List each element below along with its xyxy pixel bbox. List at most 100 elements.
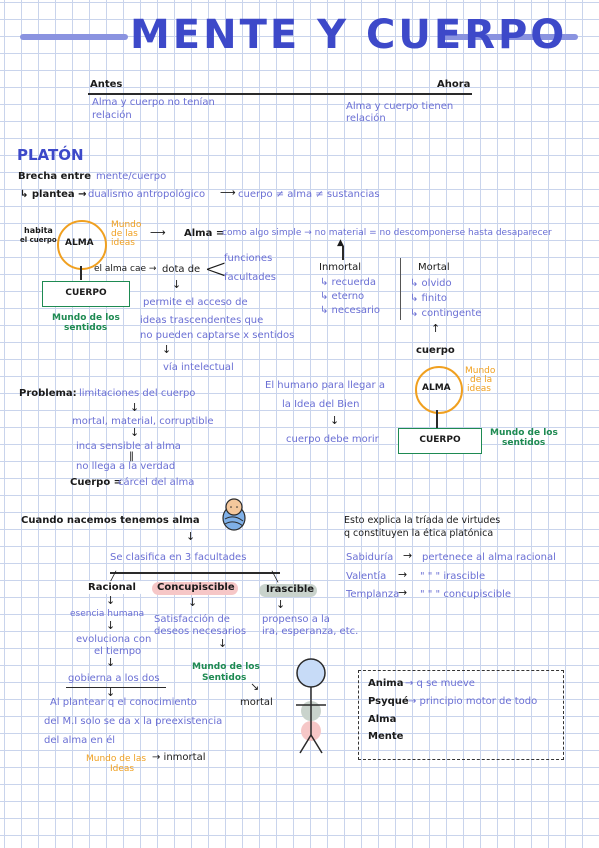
triada-arrow-1: → — [403, 549, 413, 562]
antes-label: Antes — [90, 79, 123, 90]
alma-circle-2 — [415, 366, 463, 414]
triada-desc-3: " " " concupiscible — [420, 589, 512, 600]
anima-term-2: Psyqué — [368, 696, 409, 707]
permite-2: ideas trascendentes que — [140, 315, 264, 326]
platon-heading: PLATÓN — [17, 146, 84, 164]
sentidos-arrow: ↘ — [250, 680, 260, 693]
habita-1: habita — [24, 226, 53, 235]
mundo-ideas3-1: Mundo de las — [86, 754, 147, 764]
brecha-label: Brecha entre — [18, 171, 92, 182]
gobierna-arrow: ↓ — [106, 686, 116, 699]
nacemos-down-arrow: ↓ — [186, 530, 196, 543]
racional-label: Racional — [88, 582, 136, 593]
plantea-value: dualismo antropológico — [88, 189, 206, 200]
problema-equals: ‖ — [129, 451, 134, 462]
antes-ahora-line — [88, 93, 472, 95]
plantea-rest: cuerpo ≠ alma ≠ sustancias — [238, 189, 380, 200]
gobierna: gobierna a los dos — [68, 673, 160, 684]
dota-down-arrow: ↓ — [172, 278, 182, 291]
mundo-sentidos2-2: sentidos — [502, 438, 546, 448]
mundo-ideas2-3: ideas — [467, 384, 491, 394]
triada-arrow-3: → — [398, 586, 408, 599]
mundo-sentidos-2: sentidos — [64, 323, 108, 333]
problema-value: limitaciones del cuerpo — [79, 388, 196, 399]
mortal-item-2: ↳ finito — [410, 293, 448, 304]
irascible-pill — [259, 584, 317, 597]
permite-1: permite el acceso de — [143, 297, 248, 308]
concupiscible-arrow: ↓ — [188, 596, 198, 609]
mundo-ideas-2: de las — [111, 229, 138, 239]
via-intelectual: vía intelectual — [163, 362, 234, 373]
mortal-word: mortal — [240, 697, 273, 708]
permite-3: no pueden captarse x sentidos — [140, 330, 295, 341]
mundo-ideas2-1: Mundo — [465, 366, 496, 376]
inmortal-item-1: ↳ recuerda — [320, 277, 377, 288]
inmortal-label: Inmortal — [319, 262, 362, 273]
facultades: facultades — [224, 272, 277, 283]
evoluciona-arrow: ↓ — [106, 656, 116, 669]
triada-desc-2: " " " irascible — [420, 571, 486, 582]
esencia-arrow: ↓ — [106, 619, 116, 632]
alma-cae: el alma cae → — [94, 264, 157, 274]
problema-line-1: mortal, material, corruptible — [72, 416, 214, 427]
mortal-label: Mortal — [418, 262, 450, 273]
clasifica: Se clasifica en 3 facultades — [110, 552, 247, 563]
ahora-text-1: Alma y cuerpo tienen — [346, 101, 454, 112]
inmortal-word: → inmortal — [152, 752, 206, 763]
anima-term-3: Alma — [368, 714, 397, 725]
mundo-ideas-1: Mundo — [111, 220, 142, 230]
alma-down-line — [80, 266, 82, 280]
triada-virtud-1: Sabiduría — [346, 552, 394, 563]
inmortal-item-3: ↳ necesario — [320, 305, 381, 316]
plantear-3: del alma en él — [44, 735, 116, 746]
anima-box — [358, 670, 564, 760]
gobierna-line — [66, 687, 166, 688]
problema-arrow-1: ↓ — [130, 401, 140, 414]
title-bar-right — [440, 34, 578, 40]
inmortal-up-arrow: ▲ — [337, 238, 344, 248]
anima-desc-1: → q se mueve — [405, 678, 475, 689]
plantear-2: del M.I solo se da x la preexistencia — [44, 716, 223, 727]
problema-arrow-2: ↓ — [130, 426, 140, 439]
evoluciona-1: evoluciona con — [76, 634, 152, 645]
triada-arrow-2: → — [398, 568, 408, 581]
nacemos-text: Cuando nacemos tenemos alma — [21, 515, 200, 526]
inmortal-item-2: ↳ eterno — [320, 291, 365, 302]
cuerpo-morir: cuerpo debe morir — [286, 434, 379, 445]
inmortal-up-line — [342, 246, 344, 260]
cuerpo-up-arrow: ↑ — [431, 322, 441, 335]
mundo-sentidos-1: Mundo de los — [52, 313, 120, 323]
satisfaccion-arrow: ↓ — [218, 637, 228, 650]
habita-2: el cuerpo — [20, 236, 57, 244]
ahora-label: Ahora — [437, 79, 471, 90]
propenso-1: propenso a la — [262, 614, 330, 625]
humano-1: El humano para llegar a — [265, 380, 385, 391]
funciones: funciones — [224, 253, 273, 264]
triada-desc-1: pertenece al alma racional — [422, 552, 556, 563]
antes-text-2: relación — [92, 110, 132, 121]
alma-arrow: ⟶ — [150, 226, 166, 239]
racional-arrow: ↓ — [106, 594, 116, 607]
mortal-item-1: ↳ olvido — [410, 278, 452, 289]
cuerpo-word: cuerpo — [416, 345, 455, 356]
irascible-label: Irascible — [266, 584, 315, 595]
tree-right-branch: ╲ — [272, 572, 279, 583]
problema-label: Problema: — [19, 388, 77, 399]
cuerpo-box-2-label: CUERPO — [419, 435, 461, 445]
anima-desc-2: → principio motor de todo — [408, 696, 538, 707]
triada-virtud-2: Valentía — [346, 571, 387, 582]
tree-left-branch: ╱ — [110, 572, 117, 583]
irascible-arrow: ↓ — [276, 598, 286, 611]
plantear-1: Al plantear q el conocimiento — [50, 697, 197, 708]
via-arrow: ↓ — [162, 343, 172, 356]
baby-icon — [222, 498, 246, 531]
title-bar-left — [20, 34, 128, 40]
propenso-2: ira, esperanza, etc. — [262, 626, 359, 637]
anima-term-4: Mente — [368, 731, 404, 742]
mundo-sentidos3-1: Mundo de los — [192, 662, 260, 672]
mundo-ideas3-2: Ideas — [110, 764, 135, 774]
triada-virtud-3: Templanza — [346, 589, 400, 600]
mundo-ideas2-2: de la — [470, 375, 493, 385]
alma-circle — [57, 220, 107, 270]
esencia: esencia humana — [70, 609, 145, 619]
